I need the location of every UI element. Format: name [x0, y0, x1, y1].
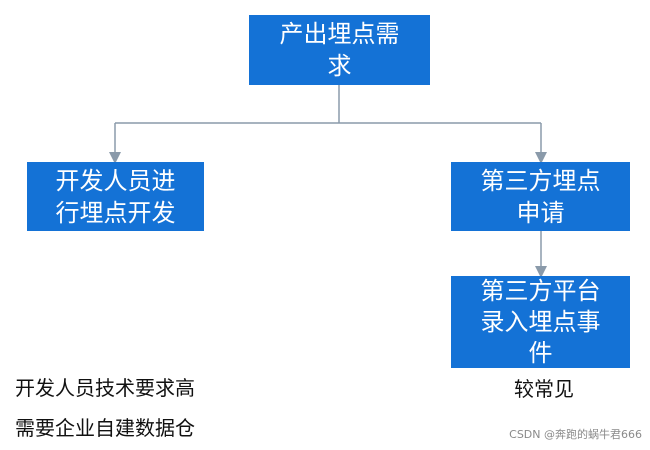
node-top-line2: 求 — [327, 52, 352, 80]
node-bottom-line1: 第三方平台 — [480, 276, 601, 305]
node-third-party-platform-entry: 第三方平台 录入埋点事 件 — [451, 276, 630, 368]
watermark: CSDN @奔跑的蜗牛君666 — [509, 428, 642, 441]
node-left-line2: 行埋点开发 — [55, 198, 176, 227]
note-developer-requirement: 开发人员技术要求高 — [15, 376, 195, 400]
node-right-line2: 申请 — [516, 198, 565, 227]
node-top-line1: 产出埋点需 — [279, 20, 400, 48]
node-right-line1: 第三方埋点 — [480, 166, 601, 195]
node-produce-tracking-requirement: 产出埋点需 求 — [249, 15, 430, 85]
node-bottom-line3: 件 — [528, 338, 553, 367]
node-bottom-line2: 录入埋点事 — [480, 307, 601, 336]
note-data-warehouse: 需要企业自建数据仓 — [15, 416, 195, 440]
node-developer-tracking: 开发人员进 行埋点开发 — [27, 162, 204, 231]
node-left-line1: 开发人员进 — [55, 166, 176, 195]
note-common: 较常见 — [514, 377, 574, 401]
node-third-party-application: 第三方埋点 申请 — [451, 162, 630, 231]
